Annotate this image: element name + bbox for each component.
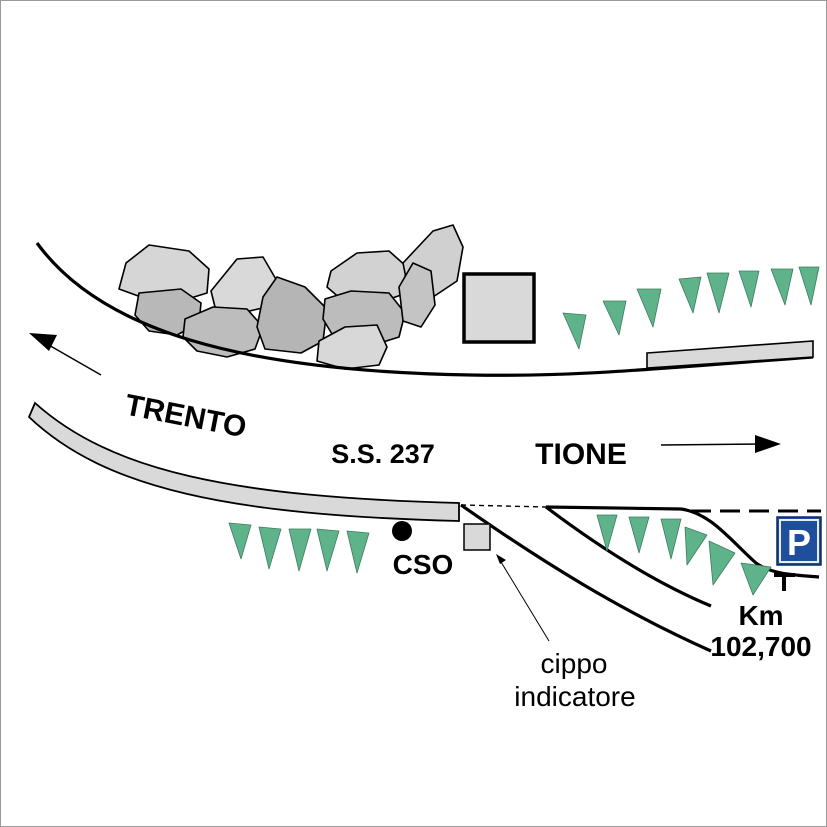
grass-tuft-icon	[596, 514, 618, 552]
grass-tuft-icon	[708, 540, 736, 586]
grass-tuft-icon	[562, 312, 587, 350]
grass-tuft-icon	[628, 516, 650, 554]
grass-tuft-icon	[740, 562, 772, 596]
grass-tuft-icon	[684, 526, 708, 566]
km-post	[774, 573, 795, 591]
grass-tuft-icon	[798, 266, 820, 306]
boundary-stone	[463, 523, 491, 551]
grass-tuft-icon	[660, 518, 682, 560]
km-label-line1: Km	[738, 600, 783, 631]
curb-north-east	[646, 340, 814, 369]
stone-pointer-arrow	[496, 554, 550, 642]
shrubs-north	[562, 266, 820, 350]
grass-tuft-icon	[346, 530, 370, 574]
square-building-icon	[462, 272, 536, 344]
parking-letter: P	[787, 522, 811, 563]
black-dot-icon	[392, 521, 412, 541]
side-road-edge-east	[545, 505, 712, 608]
road-name-label: S.S. 237	[331, 439, 435, 469]
arrow-left-icon	[29, 333, 102, 376]
grass-tuft-icon	[636, 288, 662, 328]
road-edge-north	[35, 242, 814, 377]
stone-caption-line2: indicatore	[514, 681, 635, 712]
arrow-right-icon	[660, 435, 781, 453]
boulder-icon	[316, 324, 388, 370]
curb-south	[27, 401, 460, 522]
marker-label: CSO	[393, 549, 454, 580]
grass-tuft-icon	[770, 268, 794, 306]
parking-sign-icon: P	[776, 516, 822, 566]
parking-area-edge	[545, 505, 820, 579]
boulder-icon	[118, 244, 210, 302]
stone-caption-line1: cippo	[541, 648, 608, 679]
grass-tuft-icon	[738, 270, 760, 308]
road-edge-dashed-gap	[460, 504, 547, 508]
side-road-edge-west	[460, 503, 712, 653]
grass-tuft-icon	[258, 526, 282, 570]
grass-tuft-icon	[602, 300, 627, 336]
grass-tuft-icon	[678, 276, 702, 314]
destination-label-east: TIONE	[535, 438, 627, 471]
rock-pile	[118, 224, 464, 370]
boulder-icon	[398, 262, 436, 328]
grass-tuft-icon	[288, 528, 312, 572]
shrubs-south	[228, 514, 772, 596]
grass-tuft-icon	[706, 272, 730, 314]
grass-tuft-icon	[316, 528, 340, 572]
km-label-line2: 102,700	[710, 631, 811, 662]
destination-label-west: TRENTO	[122, 389, 249, 445]
grass-tuft-icon	[228, 522, 252, 560]
